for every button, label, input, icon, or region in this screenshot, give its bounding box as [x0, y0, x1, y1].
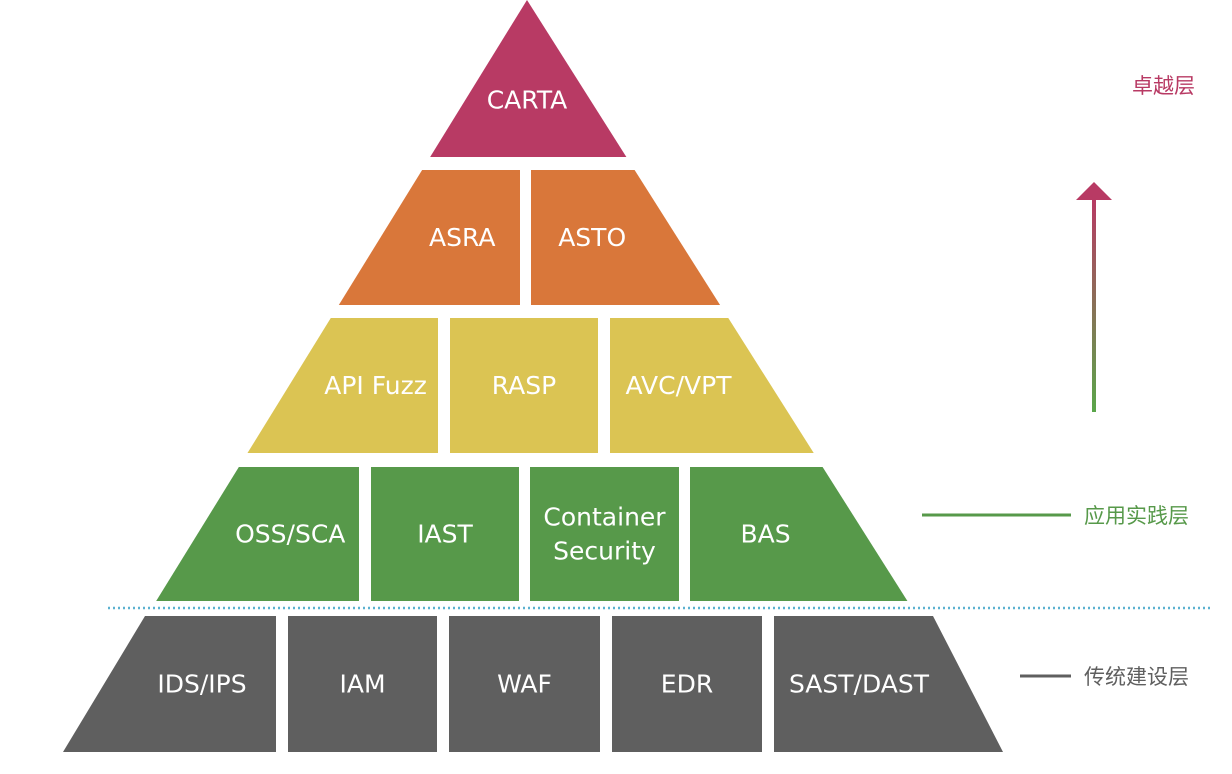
block-label: ASRA: [429, 223, 495, 252]
block-label: OSS/SCA: [235, 520, 345, 549]
block-label: ASTO: [558, 223, 626, 252]
block-label-line: Security: [553, 537, 656, 566]
apex-label: CARTA: [487, 86, 568, 115]
application-practice-layer-label: 应用实践层: [1084, 504, 1189, 528]
pyramid-block-avc-vpt: [610, 318, 814, 453]
block-label: IAST: [417, 520, 473, 549]
block-label: API Fuzz: [324, 371, 427, 400]
pyramid-block-rasp: [450, 318, 598, 453]
block-label: AVC/VPT: [626, 371, 733, 400]
pyramid-block-iast: [371, 467, 519, 601]
pyramid-block-oss-sca: [156, 467, 359, 601]
pyramid-block-edr: [612, 616, 762, 752]
block-label: SAST/DAST: [789, 670, 930, 699]
traditional-build-layer-label: 传统建设层: [1084, 665, 1189, 689]
block-label: EDR: [661, 670, 713, 699]
arrow-shaft: [1092, 198, 1096, 412]
pyramid-block-sast-dast: [774, 616, 1003, 752]
pyramid-block-container-security: [530, 467, 679, 601]
pyramid-block-waf: [449, 616, 600, 752]
pyramid: CARTA ASRA ASTO API Fuzz RASP AVC/VPT OSS/SCA I…: [63, 0, 1003, 752]
pyramid-block-asra: [338, 170, 520, 305]
pyramid-block-api-fuzz: [247, 318, 438, 453]
block-label: WAF: [497, 670, 552, 699]
block-label: BAS: [740, 520, 790, 549]
excellence-layer-label: 卓越层: [1132, 74, 1195, 98]
block-label-line: Container: [543, 503, 666, 532]
pyramid-block-asto: [531, 170, 721, 305]
pyramid-block-iam: [288, 616, 437, 752]
block-label: IAM: [339, 670, 385, 699]
block-label: IDS/IPS: [157, 670, 246, 699]
pyramid-block-ids-ips: [63, 616, 276, 752]
pyramid-block-bas: [690, 467, 908, 601]
arrow-up-icon: [1076, 182, 1112, 200]
pyramid-apex-carta: [430, 0, 627, 157]
block-label: RASP: [492, 371, 556, 400]
progression-arrow: [1076, 182, 1112, 412]
